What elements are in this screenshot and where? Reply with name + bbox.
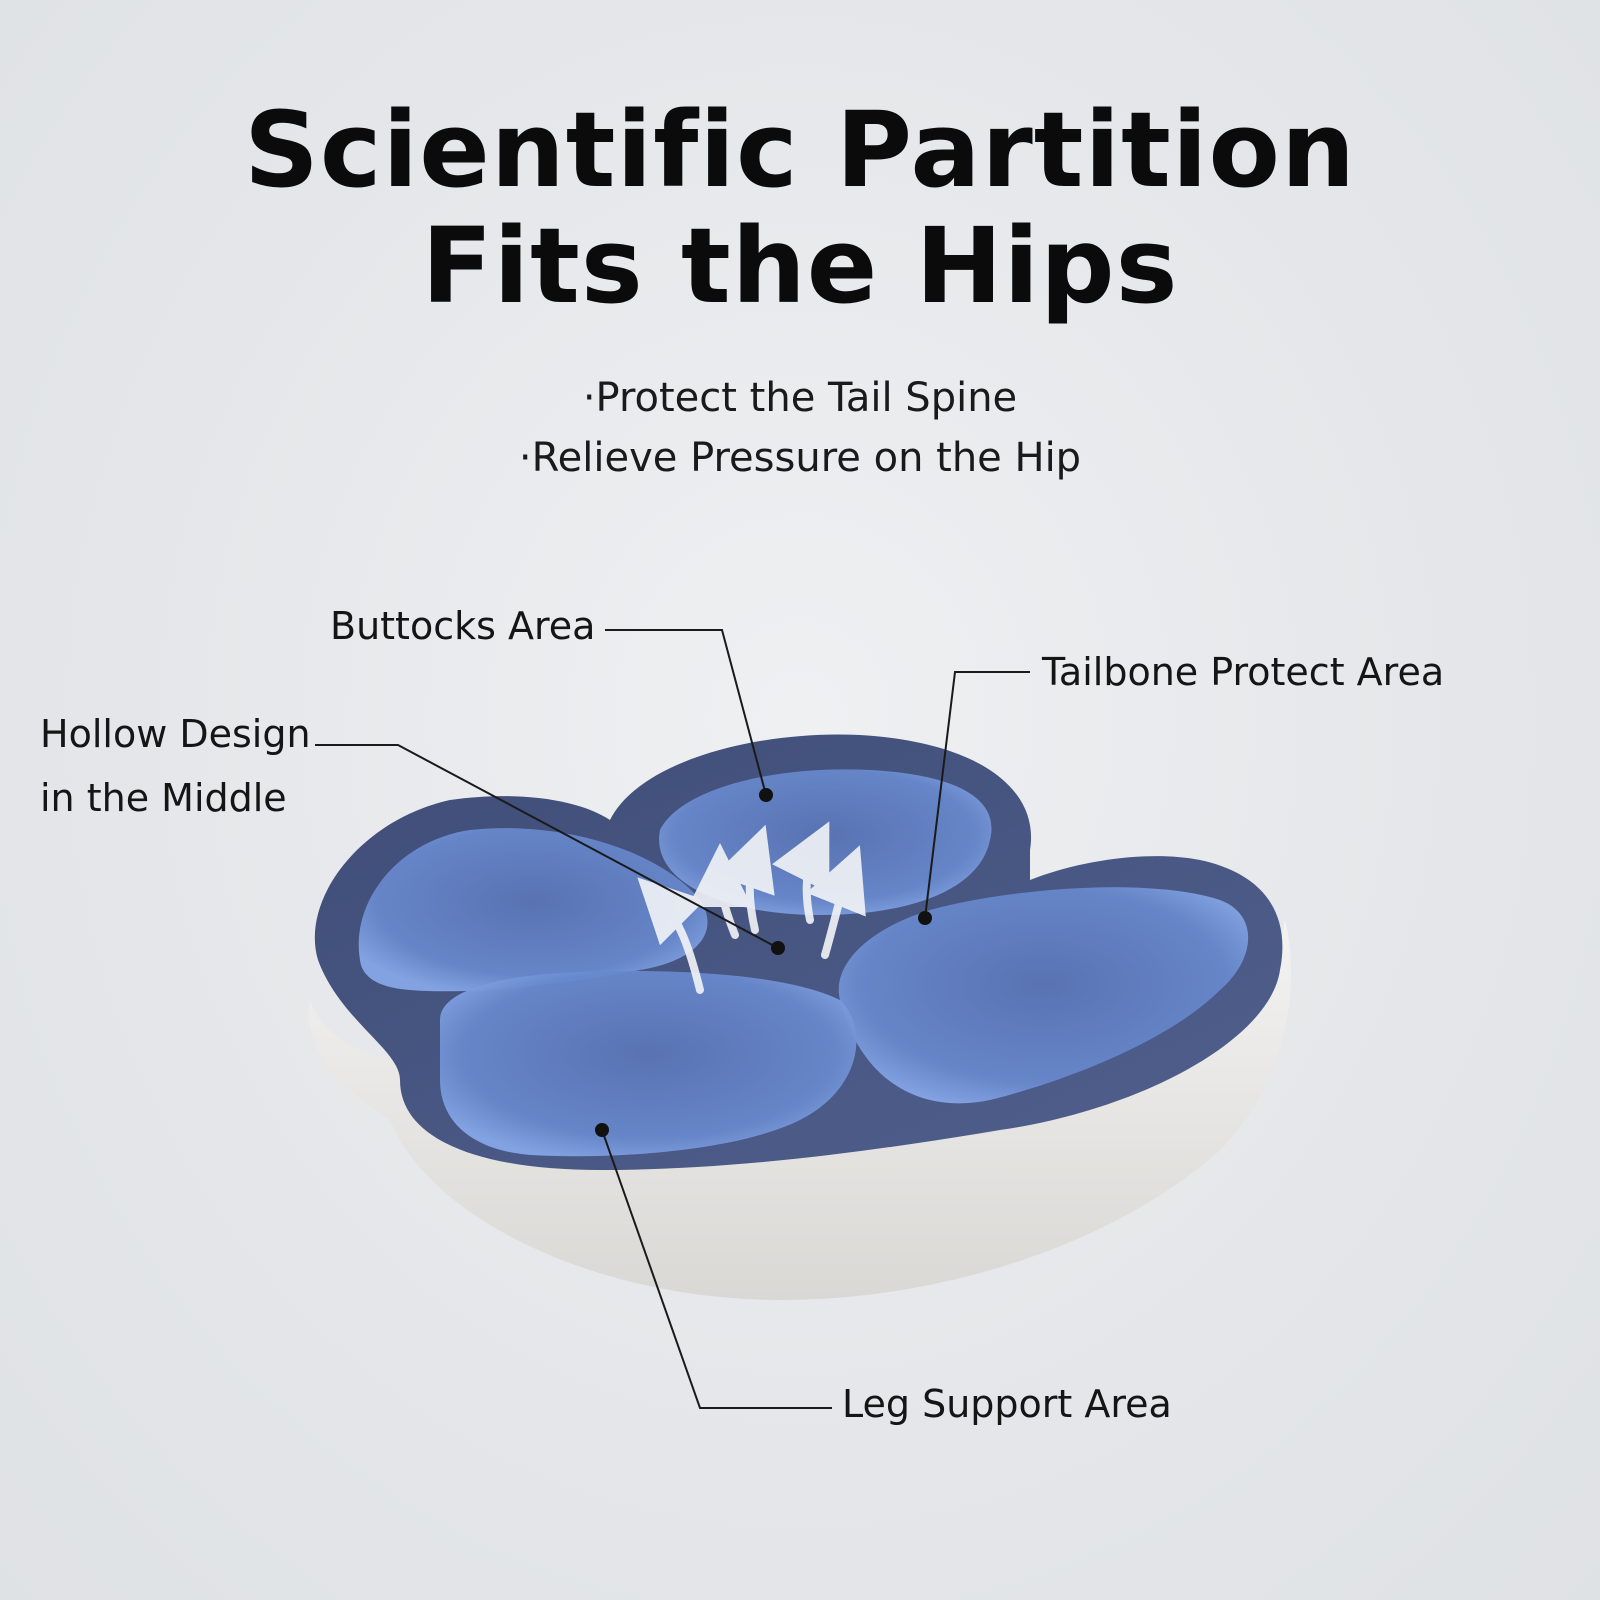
callout-dots bbox=[595, 788, 932, 1137]
gel-pad-right bbox=[838, 887, 1249, 1104]
bullet-tail-spine: ·Protect the Tail Spine bbox=[582, 375, 1018, 421]
headline-line-2: Fits the Hips bbox=[421, 205, 1179, 327]
dot-hollow bbox=[771, 941, 785, 955]
headline: Scientific Partition Fits the Hips bbox=[0, 92, 1600, 324]
label-hollow-design: Hollow Design in the Middle bbox=[40, 702, 311, 830]
feature-bullets: ·Protect the Tail Spine ·Relieve Pressur… bbox=[0, 368, 1600, 488]
leader-leg bbox=[601, 1129, 832, 1409]
leader-hollow bbox=[315, 744, 779, 949]
label-tailbone-protect-area: Tailbone Protect Area bbox=[1042, 650, 1445, 694]
gel-pad-left bbox=[358, 828, 708, 992]
headline-line-1: Scientific Partition bbox=[244, 89, 1356, 211]
dot-buttocks bbox=[759, 788, 773, 802]
label-hollow-line-2: in the Middle bbox=[40, 776, 287, 820]
leader-buttocks bbox=[605, 629, 767, 796]
leader-tailbone bbox=[924, 671, 1030, 919]
label-buttocks-area: Buttocks Area bbox=[330, 604, 596, 648]
dot-tailbone bbox=[918, 911, 932, 925]
label-leg-support-area: Leg Support Area bbox=[842, 1382, 1172, 1426]
dot-leg bbox=[595, 1123, 609, 1137]
callout-leader-lines bbox=[315, 629, 1030, 1409]
gel-pad-leg bbox=[440, 970, 857, 1157]
airflow-arrows bbox=[637, 821, 866, 994]
label-hollow-line-1: Hollow Design bbox=[40, 712, 311, 756]
bullet-hip-pressure: ·Relieve Pressure on the Hip bbox=[518, 435, 1082, 481]
